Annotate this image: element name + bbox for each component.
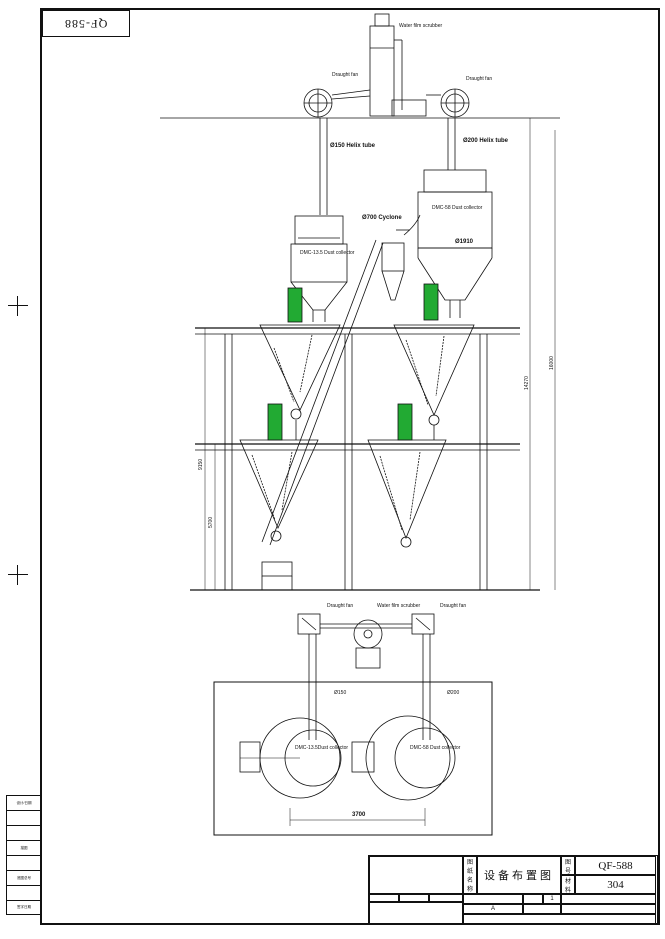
- no-label-cell: 图 号: [561, 856, 575, 875]
- label-cyclone: Ø700 Cyclone: [362, 215, 402, 221]
- label-fan-right: Draught fan: [466, 76, 493, 82]
- label-fan-left: Draught fan: [332, 72, 359, 78]
- grid-cell: [463, 914, 656, 924]
- label-d1910: Ø1910: [455, 239, 474, 245]
- side-revision-table: 设计/日期 描图 底图总号 签字日期: [6, 795, 42, 923]
- rev-cell: A: [463, 904, 523, 914]
- grid-left-top: [369, 856, 463, 894]
- label-helix150: Ø150 Helix tube: [330, 143, 376, 149]
- name-label-char: 称: [466, 887, 473, 893]
- conical-mixer-lower-left: [239, 403, 319, 590]
- drawing-frame: [40, 8, 660, 925]
- label-helix200: Ø200 Helix tube: [463, 138, 509, 144]
- cyclone: [381, 214, 421, 301]
- name-label-char: 名: [466, 878, 473, 884]
- side-row: [6, 885, 42, 900]
- grid-cell: [523, 904, 561, 914]
- draught-fan-left-elevation: [303, 88, 371, 118]
- side-row: [6, 825, 42, 840]
- mat-label-char: 材: [564, 878, 571, 885]
- side-row: 描图: [6, 840, 42, 855]
- drawing-number: QF-588: [575, 856, 656, 875]
- label-plan-fan-left: Draught fan: [327, 603, 354, 609]
- sheet-number: 304: [575, 875, 656, 894]
- plan-dust-collector-left: [239, 717, 342, 799]
- label-plan-dmc-right: DMC-58 Dust collector: [410, 745, 461, 751]
- side-row: [6, 855, 42, 870]
- plan-view-outline: [213, 681, 493, 836]
- label-water-scrubber: Water film scrubber: [399, 23, 443, 29]
- label-dmc-large: DMC-58 Dust collector: [432, 205, 483, 211]
- name-label-char: 纸: [466, 869, 473, 875]
- plan-view-top-equipment: [297, 613, 435, 740]
- no-label-char: 图: [564, 859, 571, 866]
- title-block: 图 纸 名 称 设备布置图 图 号 QF-588 材 料 304 1 A: [368, 855, 658, 925]
- mat-label-char: 料: [564, 887, 571, 894]
- conical-mixer-upper-left: [259, 287, 341, 420]
- name-label-cell: 图 纸 名 称: [463, 856, 477, 894]
- dust-collector-large: [417, 169, 493, 318]
- label-plan-200: Ø200: [447, 690, 460, 696]
- conical-mixer-lower-right: [367, 403, 447, 548]
- drawing-title: 设备布置图: [477, 856, 561, 894]
- label-dmc-small: DMC-13.5 Dust collector: [300, 250, 355, 256]
- side-row: 底图总号: [6, 870, 42, 885]
- label-plan-3700: 3700: [352, 812, 366, 818]
- grid-cell: [523, 894, 543, 904]
- mat-label-cell: 材 料: [561, 875, 575, 894]
- grid-cell: [369, 894, 399, 902]
- grid-cell: [369, 902, 463, 924]
- grid-cell: [561, 894, 656, 904]
- name-label-char: 图: [466, 860, 473, 866]
- label-plan-dmc-left: DMC-13.5Dust collector: [295, 745, 349, 751]
- label-h14270: 14270: [524, 376, 530, 390]
- side-row: 设计/日期: [6, 795, 42, 810]
- conical-mixer-upper-right: [393, 283, 475, 426]
- registration-mark-top: [8, 296, 28, 316]
- plan-dust-collector-right: [351, 715, 456, 801]
- qty-cell: 1: [543, 894, 561, 904]
- label-plan-150: Ø150: [334, 690, 347, 696]
- label-h9150: 9150: [198, 458, 204, 470]
- grid-cell: [429, 894, 463, 902]
- side-row: [6, 810, 42, 825]
- grid-cell: [561, 904, 656, 914]
- grid-cell: [399, 894, 429, 902]
- side-row: 签字日期: [6, 900, 42, 915]
- no-label-char: 号: [564, 868, 571, 875]
- label-plan-scrubber: Water film scrubber: [377, 603, 421, 609]
- water-scrubber-elevation: [369, 13, 427, 117]
- label-h5700: 5700: [208, 516, 214, 528]
- code-stamp: QF-588: [42, 10, 130, 37]
- label-h16000: 16000: [549, 356, 555, 370]
- label-plan-fan-right: Draught fan: [440, 603, 467, 609]
- draught-fan-right-elevation: [426, 88, 470, 118]
- registration-mark-bottom: [8, 565, 28, 585]
- grid-cell: [463, 894, 523, 904]
